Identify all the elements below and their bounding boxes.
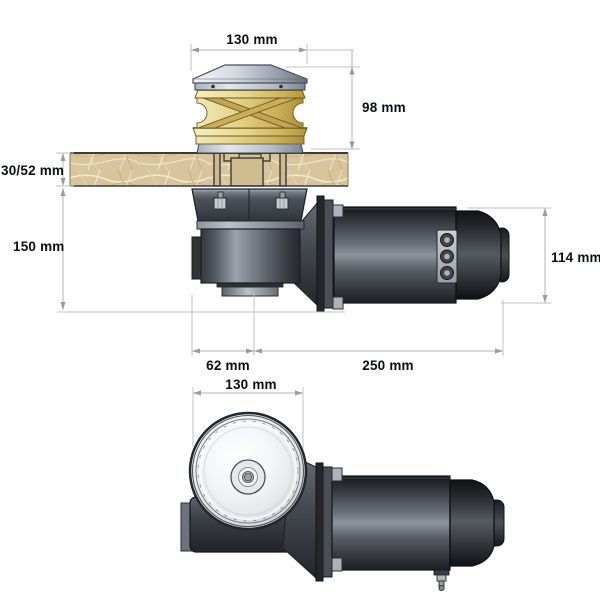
flange-bolt-head (331, 467, 343, 482)
dim-98-arrowheads (349, 67, 355, 149)
dim-label-axis-offset: 62 mm (206, 358, 250, 373)
top-plan-view (180, 387, 505, 592)
dim-label-top-width: 130 mm (226, 32, 278, 47)
flange-bolt-head (332, 204, 344, 218)
motor-end-cap (449, 479, 495, 567)
capstan-top-cone (192, 64, 308, 84)
motor-flange (316, 195, 325, 313)
side-section-view (56, 44, 551, 356)
dim-label-motor-diameter: 114 mm (551, 250, 600, 265)
motor-terminal-bolts (440, 233, 454, 280)
motor (316, 195, 510, 313)
capstan-drum (192, 64, 308, 154)
flange-bolt (275, 191, 289, 210)
dimension-lines (60, 47, 548, 354)
dim-label-above-deck-height: 98 mm (362, 100, 406, 115)
center-nut (243, 473, 253, 481)
motor-body (333, 206, 457, 304)
flange-bolt-head (331, 557, 343, 572)
gearbox-bottom-plate (221, 286, 279, 297)
chain-gypsy (192, 89, 308, 137)
motor-body (331, 475, 451, 571)
drum-center-hub (230, 459, 266, 495)
gearbox-cylinder (200, 228, 301, 284)
dim-label-motor-length: 250 mm (362, 358, 414, 373)
flange-bolt (213, 191, 227, 210)
extension-lines (192, 387, 304, 449)
dim-label-drum-diameter: 130 mm (225, 377, 277, 392)
drum-top-view (188, 411, 308, 531)
dim-label-below-deck-depth: 150 mm (13, 239, 65, 254)
gearbox (191, 188, 308, 297)
brass-ring (195, 135, 305, 145)
motor-flange (315, 462, 324, 582)
dim-label-deck-thickness: 30/52 mm (1, 163, 65, 178)
motor-end-cap (455, 210, 502, 300)
flange-bolt-head (332, 296, 344, 310)
deck-cross-section (69, 152, 349, 187)
grease-nipple (433, 569, 450, 592)
motor-top-view (315, 462, 505, 592)
